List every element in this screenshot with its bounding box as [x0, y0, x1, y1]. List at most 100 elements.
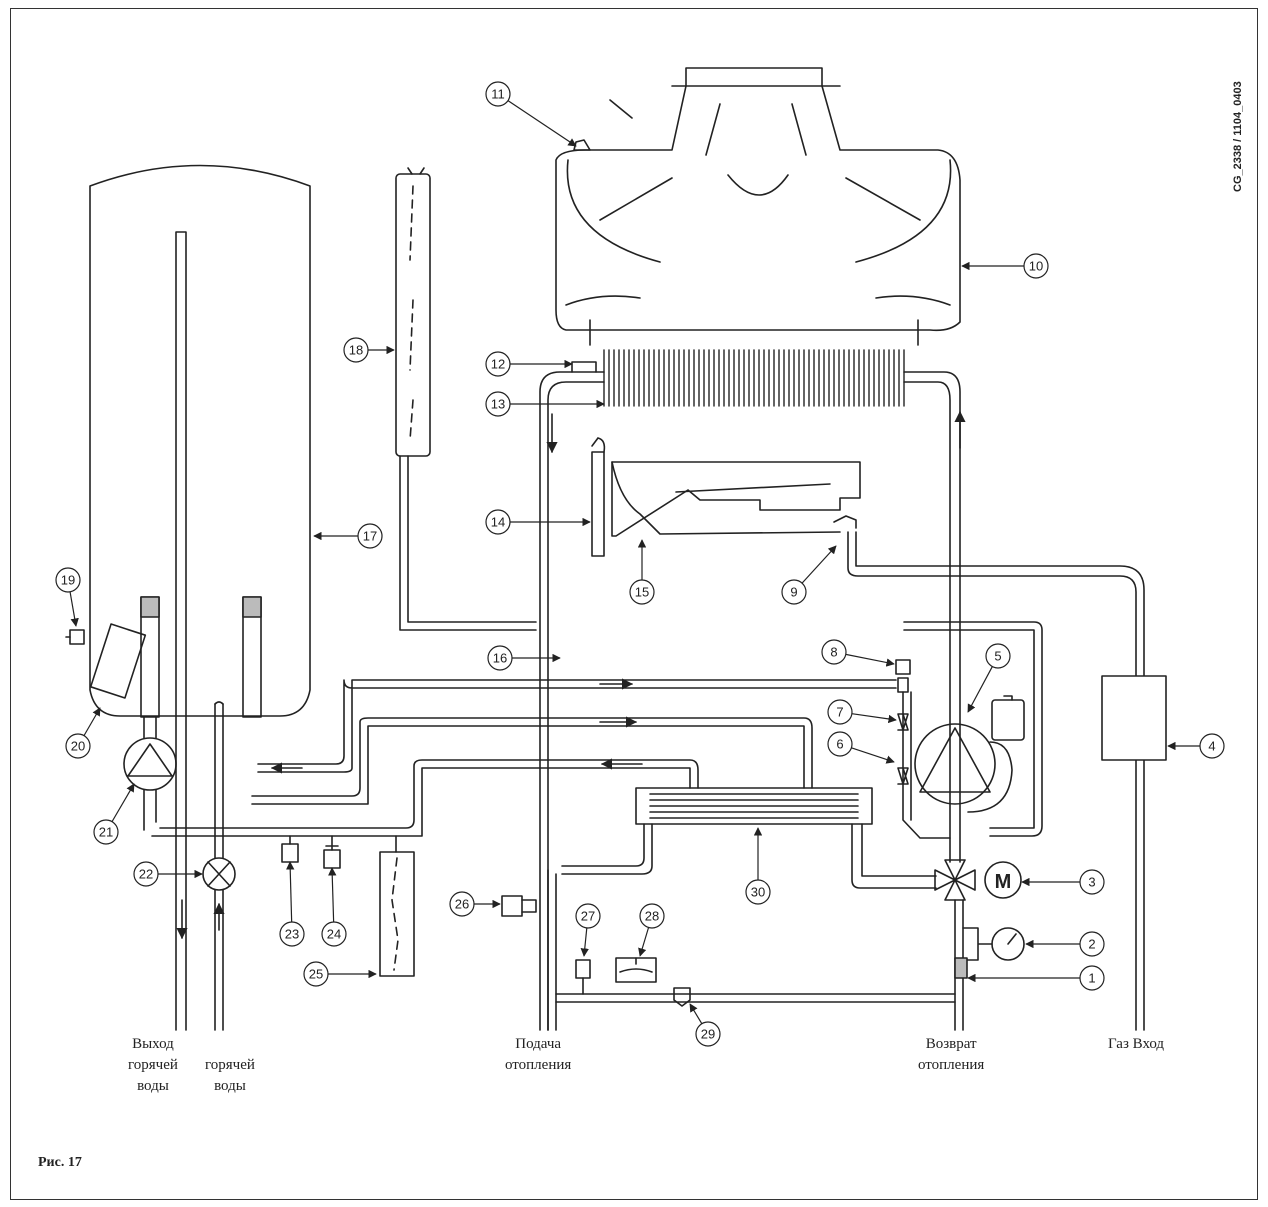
callout-circle-25 — [303, 961, 329, 987]
callout-circle-14 — [485, 509, 511, 535]
callout-number-30: 30 — [751, 885, 765, 900]
tank-probe — [69, 629, 85, 645]
flue-hood — [555, 67, 961, 332]
callout-number-15: 15 — [635, 585, 649, 600]
label-gas-in: Газ Вход — [1108, 1036, 1165, 1052]
callout-circle-26 — [449, 891, 475, 917]
tank-dip-tube — [175, 231, 187, 1031]
callout-number-19: 19 — [61, 573, 75, 588]
callout-circle-13 — [485, 391, 511, 417]
diverter-motor — [984, 861, 1022, 899]
callout-number-8: 8 — [830, 645, 837, 660]
main-heat-exchanger-fins — [603, 349, 905, 407]
callout-number-24: 24 — [327, 927, 341, 942]
callout-circle-4 — [1199, 733, 1225, 759]
callout-number-25: 25 — [309, 967, 323, 982]
callout-leader-27 — [580, 927, 589, 957]
callout-circle-18 — [343, 337, 369, 363]
callout-leader-24 — [328, 867, 337, 923]
figure-frame — [10, 8, 1258, 1200]
callout-number-1: 1 — [1088, 971, 1095, 986]
callout-number-27: 27 — [581, 909, 595, 924]
callout-circle-21 — [93, 819, 119, 845]
callout-circle-19 — [55, 567, 81, 593]
label-hot-water-out-line2: горячей — [128, 1057, 178, 1073]
callout-circle-7 — [827, 699, 853, 725]
callout-number-12: 12 — [491, 357, 505, 372]
callout-number-26: 26 — [455, 897, 469, 912]
callout-leader-23 — [286, 861, 295, 923]
callout-leader-9 — [801, 545, 837, 584]
bottom-loop-pipe — [555, 993, 956, 1003]
callout-leader-6 — [851, 747, 895, 764]
callout-number-11: 11 — [491, 87, 505, 102]
callout-circle-3 — [1079, 869, 1105, 895]
callout-circle-16 — [487, 645, 513, 671]
callout-leader-19 — [69, 591, 79, 627]
callout-number-21: 21 — [99, 825, 113, 840]
callout-number-10: 10 — [1029, 259, 1043, 274]
callout-number-2: 2 — [1088, 937, 1095, 952]
expansion-vessel-heating — [395, 173, 431, 457]
fill-tap-29 — [673, 987, 691, 1007]
callout-circle-23 — [279, 921, 305, 947]
label-heating-return-line1: Возврат — [925, 1036, 977, 1052]
callout-leader-7 — [851, 713, 897, 724]
callout-circle-30 — [745, 879, 771, 905]
gas-pipe — [847, 531, 1145, 1031]
gas-valve — [1101, 675, 1167, 761]
label-heating-supply-line2: отопления — [505, 1057, 572, 1073]
dhw-pump — [123, 737, 177, 791]
callout-circle-5 — [985, 643, 1011, 669]
pump-air-vent — [991, 699, 1025, 741]
label-heating-supply-line1: Подача — [515, 1036, 562, 1052]
callout-number-22: 22 — [139, 867, 153, 882]
expansion-vessel-dhw — [379, 851, 415, 977]
diverter-valve — [934, 859, 976, 901]
label-hot-water-second-line1: горячей — [205, 1057, 255, 1073]
safety-valve-27 — [575, 959, 591, 979]
mixing-valve — [202, 857, 236, 891]
callout-number-4: 4 — [1208, 739, 1215, 754]
callout-leader-5 — [967, 666, 993, 713]
label-heating-return: Возврат отопления — [918, 1034, 984, 1076]
callout-circle-15 — [629, 579, 655, 605]
callout-leader-8 — [845, 653, 895, 667]
callout-number-16: 16 — [493, 651, 507, 666]
document-code: CG_2338 / 1104_0403 — [1232, 81, 1244, 192]
callout-number-9: 9 — [790, 585, 797, 600]
flue-sensor — [573, 139, 591, 151]
callout-circle-17 — [357, 523, 383, 549]
callout-circle-1 — [1079, 965, 1105, 991]
callout-number-7: 7 — [836, 705, 843, 720]
callout-circle-27 — [575, 903, 601, 929]
callout-leader-11 — [507, 100, 577, 147]
callout-number-20: 20 — [71, 739, 85, 754]
callout-number-29: 29 — [701, 1027, 715, 1042]
callout-circle-6 — [827, 731, 853, 757]
primary-circuit-pipe — [539, 371, 605, 1031]
callout-number-6: 6 — [836, 737, 843, 752]
drain-valve-26 — [501, 895, 523, 917]
motor-symbol: M — [995, 871, 1012, 893]
callout-circle-20 — [65, 733, 91, 759]
figure-caption: Рис. 17 — [38, 1155, 82, 1170]
callout-leader-29 — [689, 1003, 703, 1025]
tank-element — [89, 623, 147, 699]
label-hot-water-out: Выход горячей воды — [128, 1034, 178, 1097]
callout-circle-28 — [639, 903, 665, 929]
callout-circle-22 — [133, 861, 159, 887]
callout-number-5: 5 — [994, 649, 1001, 664]
callout-circle-12 — [485, 351, 511, 377]
callout-number-23: 23 — [285, 927, 299, 942]
flow-sensor-8 — [895, 659, 911, 675]
callout-number-17: 17 — [363, 529, 377, 544]
storage-tank — [89, 164, 311, 717]
callout-circle-8 — [821, 639, 847, 665]
callout-circle-29 — [695, 1021, 721, 1047]
label-hot-water-second: горячей воды — [205, 1055, 255, 1097]
callout-circle-2 — [1079, 931, 1105, 957]
callout-leader-28 — [638, 927, 650, 957]
callout-circle-11 — [485, 81, 511, 107]
filter — [954, 957, 968, 979]
